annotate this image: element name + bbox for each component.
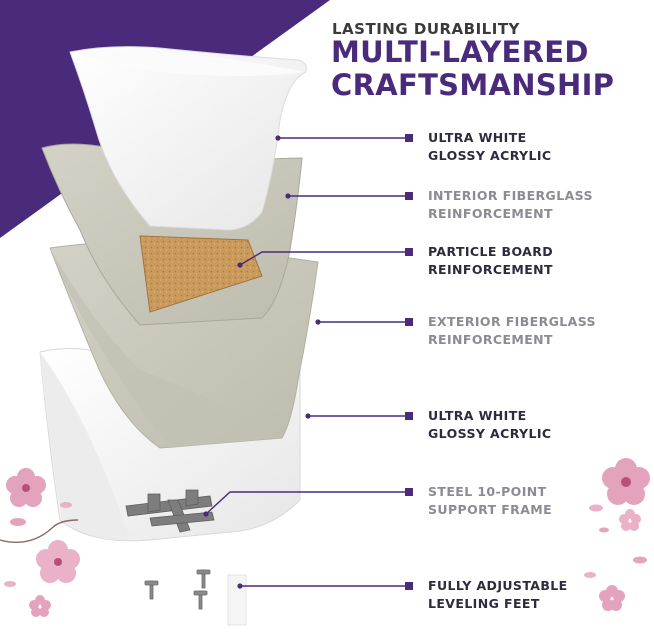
layer-label-steel-frame: STEEL 10-POINT SUPPORT FRAME [428, 484, 553, 517]
layer-label-interior-fiberglass: INTERIOR FIBERGLASS REINFORCEMENT [428, 188, 593, 221]
cherry-blossom-right [584, 458, 650, 611]
page-title-line-1: MULTI-LAYERED [331, 35, 589, 69]
leveling-feet [144, 569, 211, 610]
section-eyebrow: LASTING DURABILITY [332, 20, 520, 38]
page-title-line-2: CRAFTSMANSHIP [331, 68, 615, 102]
floor-pad [227, 574, 247, 626]
layer-label-leveling-feet: FULLY ADJUSTABLE LEVELING FEET [428, 578, 568, 611]
top-acrylic-shell [69, 46, 307, 231]
cherry-blossom-left [0, 468, 80, 617]
particle-board-layer [139, 235, 263, 313]
page-title: MULTI-LAYERED CRAFTSMANSHIP [331, 36, 614, 102]
leader-dots [203, 135, 321, 589]
layer-label-ultra-white-outer: ULTRA WHITE GLOSSY ACRYLIC [428, 408, 552, 441]
steel-support-frame [125, 489, 215, 533]
layer-label-particle-board: PARTICLE BOARD REINFORCEMENT [428, 244, 554, 277]
leader-lines [205, 137, 405, 587]
label-markers [405, 134, 413, 590]
layer-label-ultra-white-top: ULTRA WHITE GLOSSY ACRYLIC [428, 130, 552, 163]
layer-label-exterior-fiberglass: EXTERIOR FIBERGLASS REINFORCEMENT [428, 314, 596, 347]
